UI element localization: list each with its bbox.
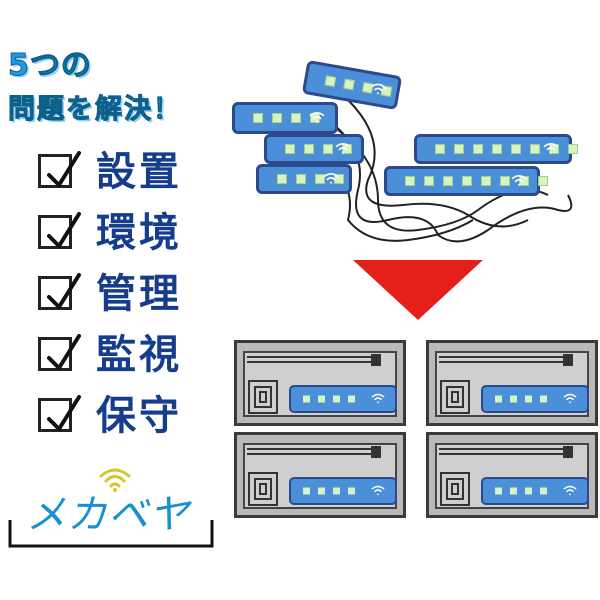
checklist-label: 管理 <box>96 271 182 317</box>
power-strip <box>481 477 589 505</box>
rack-enclosure <box>234 340 406 426</box>
power-cord <box>439 354 573 366</box>
brand-logo-text: メカベヤ <box>26 492 190 538</box>
power-cord <box>439 446 573 458</box>
checklist-item: 設置 <box>30 146 230 207</box>
rack-enclosure <box>234 432 406 518</box>
checkmark-icon <box>47 273 81 309</box>
power-cord <box>247 446 381 458</box>
logo-bracket <box>8 520 214 548</box>
checklist: 設置 環境 管理 監視 保守 <box>30 146 230 451</box>
checklist-item: 保守 <box>30 390 230 451</box>
rack-enclosure <box>426 340 598 426</box>
power-strip <box>481 385 589 413</box>
power-strip <box>301 59 403 111</box>
checklist-item: 管理 <box>30 268 230 329</box>
illustration <box>228 59 600 540</box>
wifi-icon <box>323 173 339 184</box>
wifi-icon <box>309 112 325 123</box>
wifi-icon <box>371 393 385 404</box>
wifi-icon <box>511 175 527 186</box>
checkbox[interactable] <box>38 395 81 432</box>
wifi-icon <box>563 485 577 496</box>
checklist-item: 監視 <box>30 329 230 390</box>
checkmark-icon <box>47 212 81 248</box>
cable-coil <box>440 380 470 414</box>
cable-coil <box>440 472 470 506</box>
checklist-item: 環境 <box>30 207 230 268</box>
checkbox[interactable] <box>38 334 81 371</box>
wifi-icon <box>335 143 351 154</box>
power-strip <box>256 164 352 194</box>
tangled-cables <box>317 99 573 243</box>
cable-coil <box>248 380 278 414</box>
checkbox[interactable] <box>38 273 81 310</box>
power-strip <box>289 477 397 505</box>
wifi-icon <box>563 393 577 404</box>
wifi-icon <box>543 143 559 154</box>
brand-logo: メカベヤ <box>0 462 220 552</box>
power-strip <box>289 385 397 413</box>
rack-enclosure <box>426 432 598 518</box>
cable-coil <box>248 472 278 506</box>
checklist-label: 保守 <box>96 393 182 439</box>
wifi-icon <box>371 83 387 95</box>
checkmark-icon <box>47 334 81 370</box>
checkbox[interactable] <box>38 151 81 188</box>
power-strip <box>264 134 364 164</box>
checklist-label: 設置 <box>96 149 182 195</box>
power-strip <box>414 134 578 164</box>
power-cord <box>247 354 381 366</box>
power-strip <box>384 166 548 196</box>
checklist-label: 監視 <box>96 332 182 378</box>
headline-line-2: 問題を解決！ <box>8 94 182 126</box>
checklist-label: 環境 <box>96 210 182 256</box>
power-strip <box>232 102 338 134</box>
wifi-icon <box>99 468 131 492</box>
headline-line-1: 5つの <box>8 48 92 84</box>
checkbox[interactable] <box>38 212 81 249</box>
checkmark-icon <box>47 151 81 187</box>
headline: 5つの 問題を解決！ <box>8 44 233 132</box>
down-arrow-icon <box>353 260 483 320</box>
wifi-icon <box>371 485 385 496</box>
checkmark-icon <box>47 395 81 431</box>
